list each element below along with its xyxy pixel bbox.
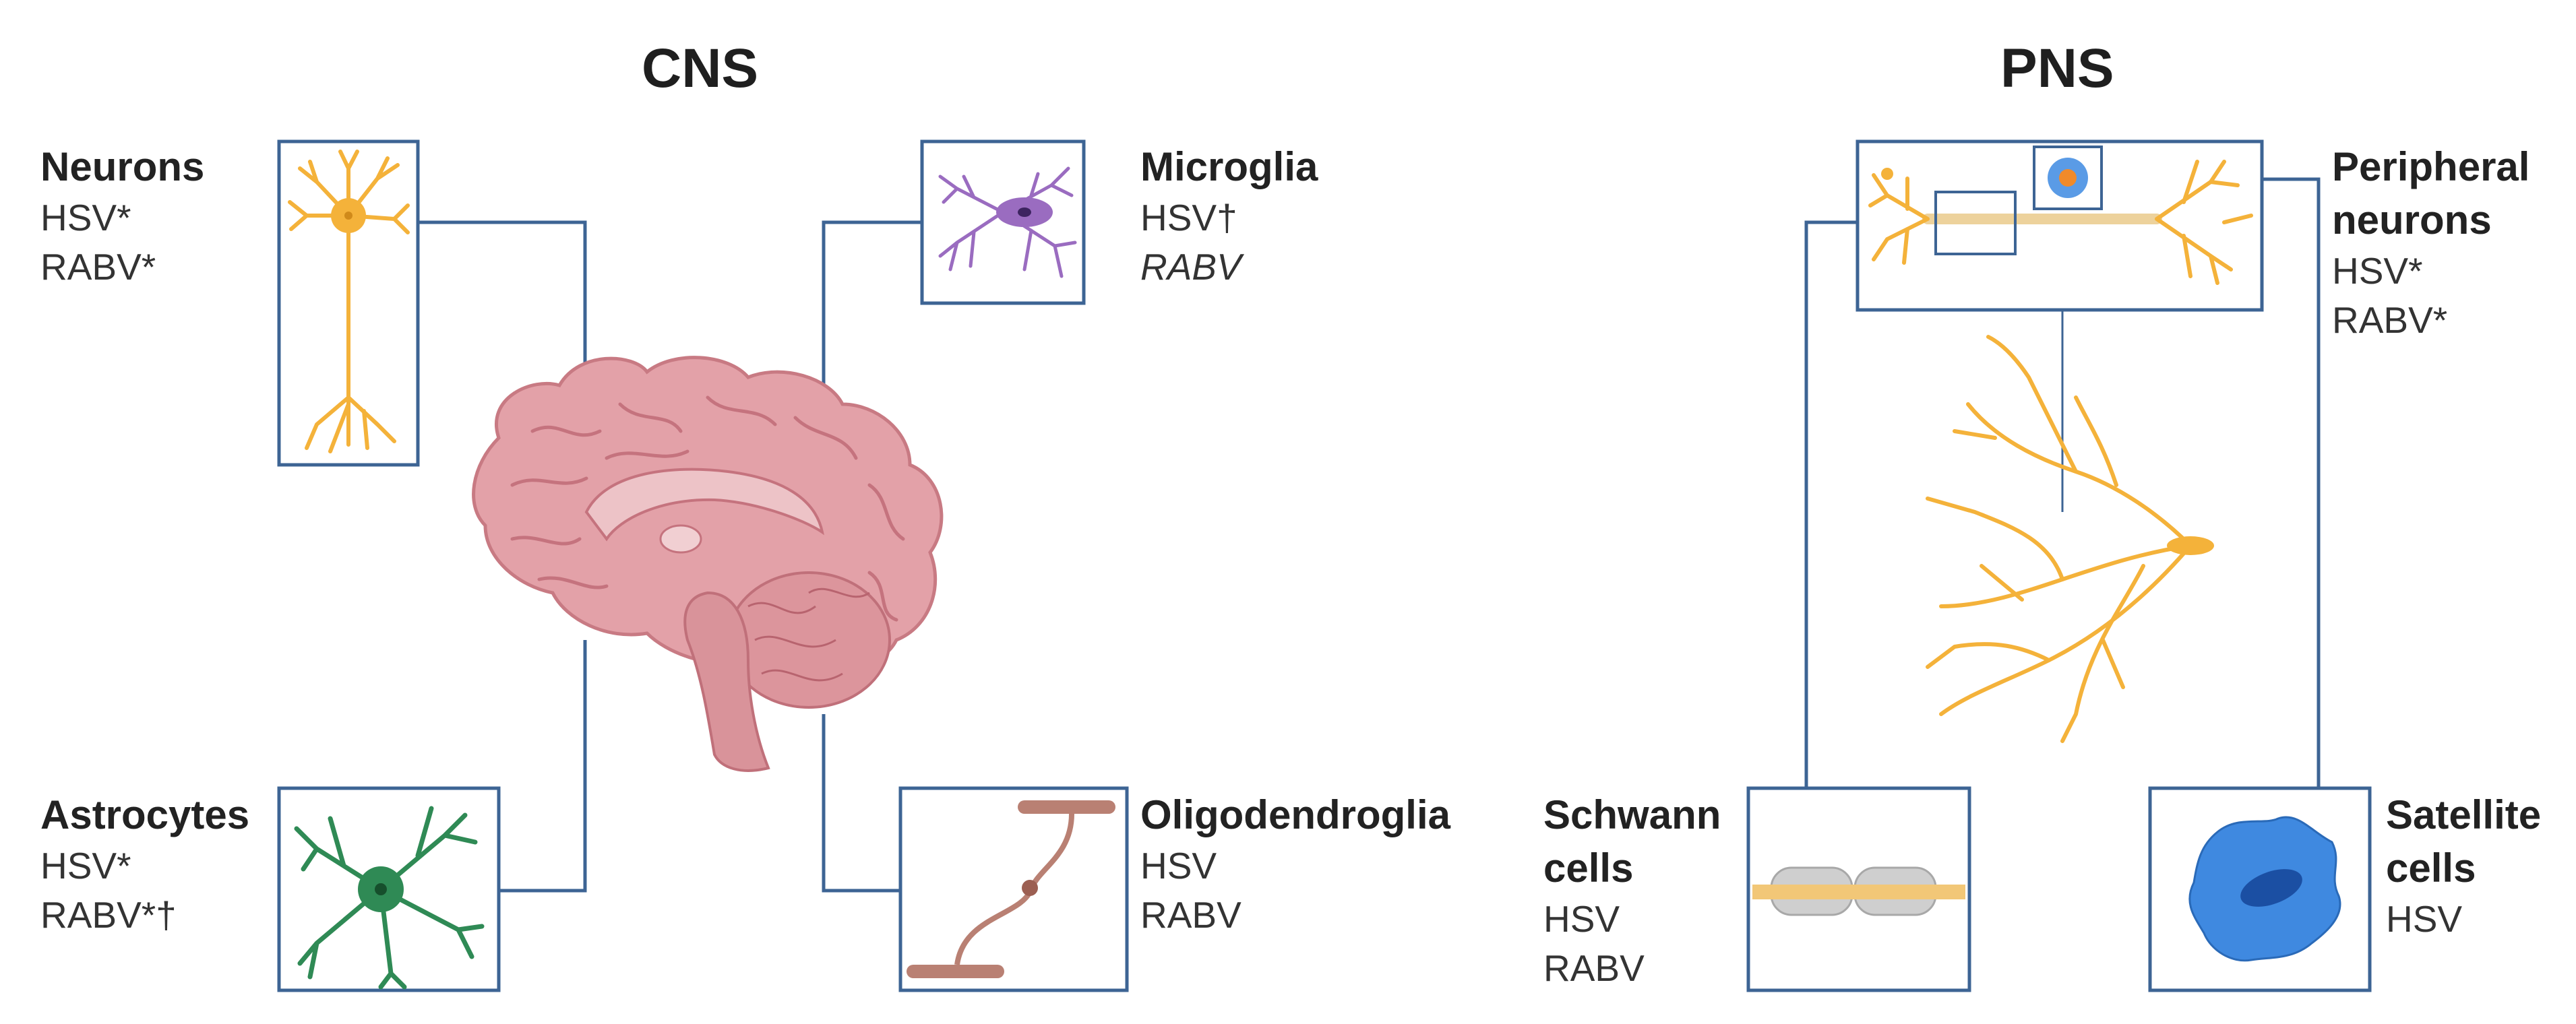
satellite-nucleus	[2240, 869, 2302, 907]
astrocytes-virus-2: RABV*†	[40, 893, 177, 936]
neurons-virus-2: RABV*	[40, 245, 156, 288]
nerve-illustration	[1926, 335, 2192, 743]
astrocytes-box	[277, 786, 501, 992]
astrocytes-title: Astrocytes	[40, 792, 250, 837]
schwann-title-2: cells	[1543, 845, 1634, 891]
microglia-label: Microglia HSV† RABV	[1140, 140, 1318, 291]
peripheral-neuron-icon	[1868, 160, 2253, 285]
astrocytes-virus-1: HSV*	[40, 845, 131, 887]
axon	[1752, 885, 1965, 899]
microglia-title: Microglia	[1140, 144, 1318, 189]
peripheral-neurons-box	[1856, 139, 2264, 312]
neurons-box	[277, 139, 420, 467]
oligodendroglia-connector	[822, 714, 900, 893]
oligodendrocyte-soma	[1022, 880, 1038, 896]
schwann-virus-2: RABV	[1543, 947, 1645, 989]
thalamus	[659, 524, 702, 554]
microglia-box	[920, 139, 1086, 305]
oligodendroglia-title: Oligodendroglia	[1140, 792, 1450, 837]
peripheral-neurons-title-2: neurons	[2332, 197, 2492, 243]
neurons-virus-1: HSV*	[40, 197, 131, 239]
astrocyte-cell-icon	[294, 806, 485, 990]
microglia-virus-1: HSV†	[1140, 197, 1237, 239]
astrocytes-label: Astrocytes HSV* RABV*†	[40, 788, 249, 939]
microglia-connector	[822, 220, 922, 404]
brain-stem	[683, 591, 770, 772]
schwann-title-1: Schwann	[1543, 792, 1721, 837]
neurons-label: Neurons HSV* RABV*	[40, 140, 204, 291]
nerve-root	[2167, 536, 2214, 555]
oligodendroglia-virus-2: RABV	[1140, 893, 1241, 936]
schwann-label: Schwann cells HSV RABV	[1543, 788, 1721, 993]
satellite-cells-box	[2148, 786, 2372, 992]
neurons-connector	[418, 220, 587, 377]
peripheral-neurons-label: Peripheral neurons HSV* RABV*	[2332, 140, 2529, 345]
corpus-callosum	[584, 468, 824, 542]
peripheral-neurons-title-1: Peripheral	[2332, 144, 2530, 189]
satellite-label: Satellite cells HSV	[2386, 788, 2541, 944]
cerebellum-folia	[747, 587, 870, 682]
brain-illustration	[472, 356, 944, 772]
satellite-title-1: Satellite	[2386, 792, 2542, 837]
oligodendroglia-box	[898, 786, 1129, 992]
brain-gyri	[510, 395, 905, 622]
satellite-highlight-box	[2033, 146, 2103, 210]
schwann-cells-box	[1746, 786, 1971, 992]
satellite-virus-1: HSV	[2386, 898, 2463, 940]
peripheral-neurons-virus-1: HSV*	[2332, 250, 2423, 292]
pns-title: PNS	[2000, 38, 2114, 99]
oligodendroglia-virus-1: HSV	[1140, 845, 1217, 887]
schwann-virus-1: HSV	[1543, 898, 1620, 940]
myelin-sheath-bottom	[907, 965, 1004, 978]
oligodendroglia-label: Oligodendroglia HSV RABV	[1140, 788, 1450, 939]
myelin-sheath-top	[1018, 800, 1115, 814]
cns-title: CNS	[642, 38, 759, 99]
peripheral-neurons-virus-2: RABV*	[2332, 298, 2448, 341]
astrocytes-connector	[499, 640, 587, 893]
microglia-virus-2: RABV	[1140, 245, 1241, 288]
satellite-title-2: cells	[2386, 845, 2476, 891]
neurons-title: Neurons	[40, 144, 205, 189]
schwann-highlight-box	[1934, 191, 2017, 255]
